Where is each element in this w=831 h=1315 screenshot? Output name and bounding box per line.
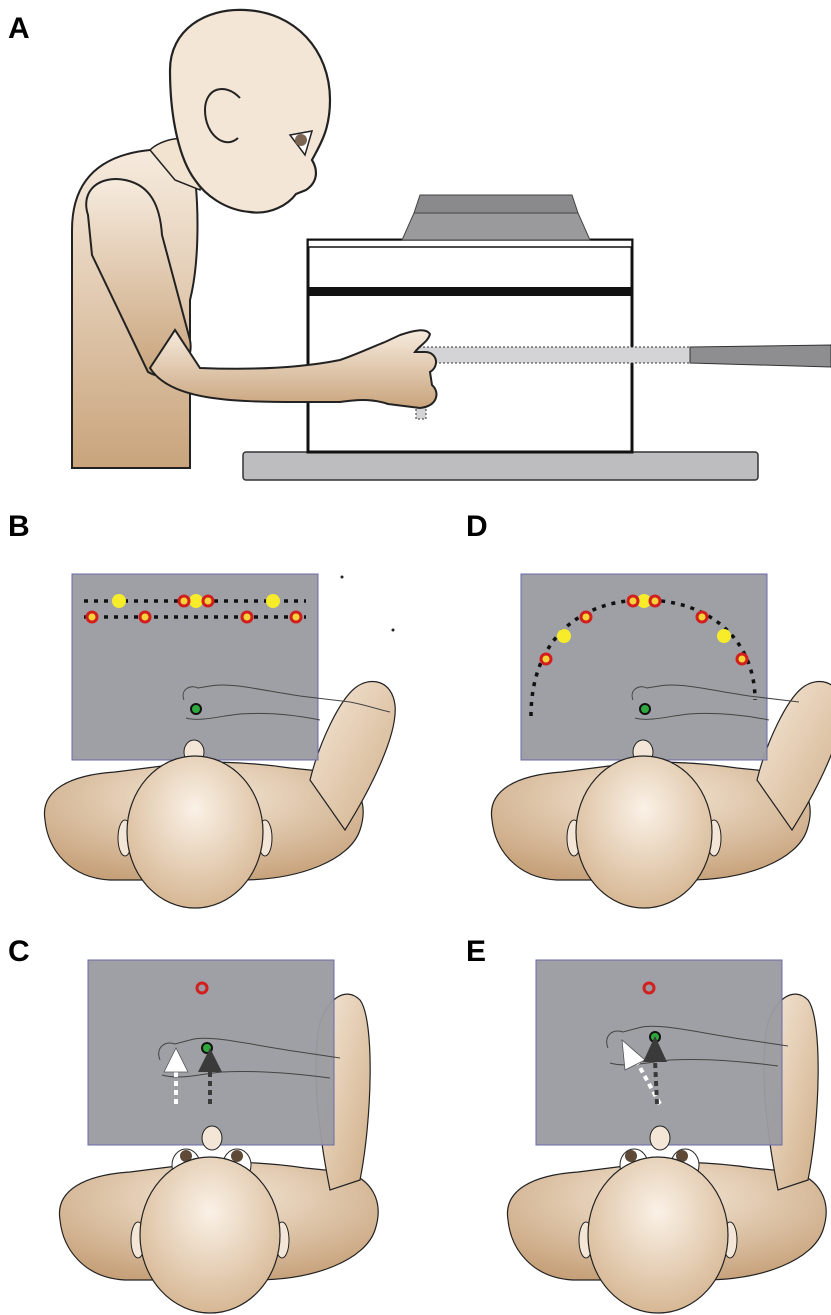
single-target (197, 983, 207, 993)
panel-c-top-view (59, 960, 378, 1313)
yellow-target (112, 594, 126, 608)
single-target (644, 983, 654, 993)
start-point (191, 704, 201, 714)
person-nose (202, 1126, 222, 1150)
panel-e-top-view (507, 960, 826, 1313)
panel-b-top-view (44, 574, 395, 908)
robot-arm (690, 345, 831, 367)
yellow-target (266, 594, 280, 608)
yellow-target (189, 594, 203, 608)
person-head-top (140, 1157, 280, 1313)
apparatus-box (308, 240, 632, 452)
manipulandum-handle (415, 347, 690, 363)
panel-a-side-view (72, 10, 831, 480)
base-platform (243, 452, 758, 480)
person-forearm-hand (150, 330, 436, 408)
apparatus-top-plate (308, 240, 632, 247)
start-point (640, 704, 650, 714)
yellow-target (717, 629, 731, 643)
person-head-top (588, 1157, 728, 1313)
person-head-top (576, 756, 712, 908)
monitor-top (414, 195, 578, 213)
person-nose (650, 1126, 670, 1150)
monitor-base (402, 213, 590, 240)
person-head-top (127, 756, 263, 908)
panel-d-top-view (491, 574, 831, 908)
mirror-bar (308, 287, 632, 296)
yellow-target (557, 629, 571, 643)
